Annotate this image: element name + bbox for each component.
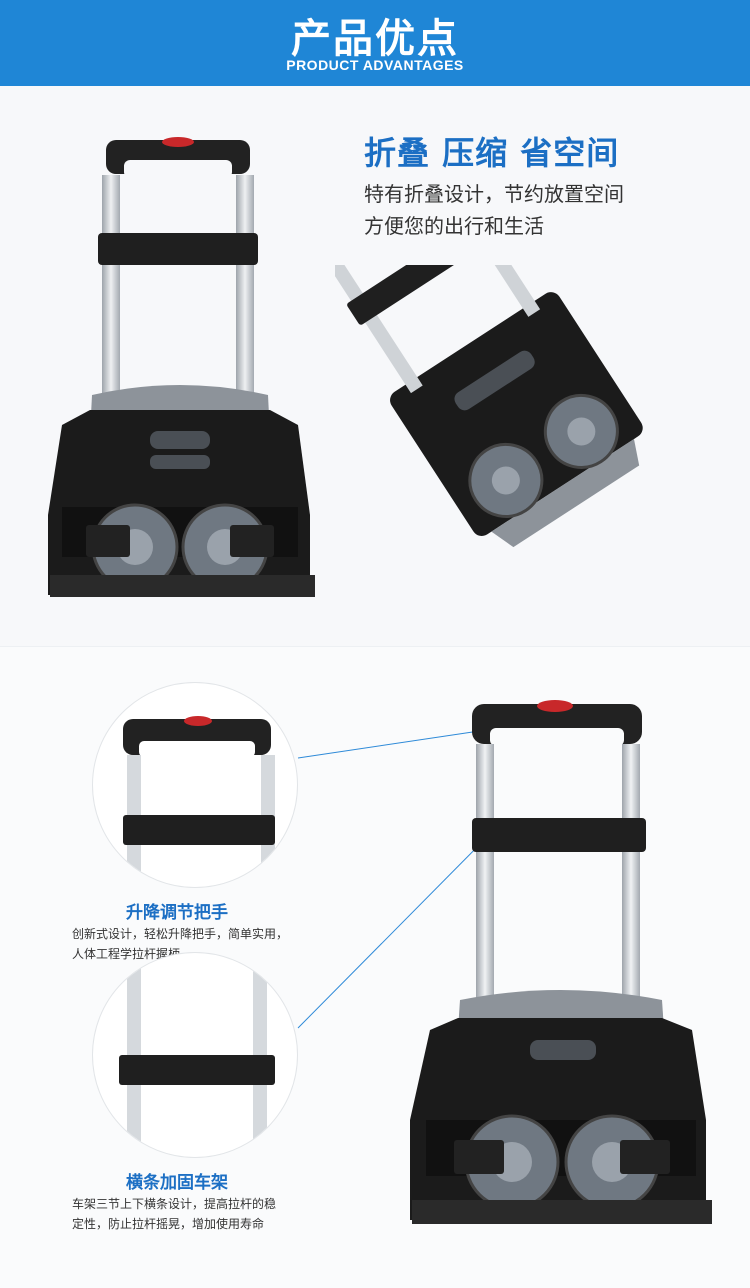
crossbar-detail-circle xyxy=(92,952,298,1158)
header-title-cn: 产品优点 xyxy=(291,16,459,62)
folded-cart-front-image xyxy=(48,137,315,597)
feature-2-desc-line-1: 车架三节上下横条设计，提高拉杆的稳 xyxy=(72,1197,277,1211)
feature-1-desc-line-1: 创新式设计，轻松升降把手，简单实用， xyxy=(72,927,289,941)
handle-detail-circle xyxy=(92,682,298,888)
handle-detail-image xyxy=(123,716,275,887)
fold-title: 折叠 压缩 省空间 xyxy=(364,134,620,172)
extended-cart-image xyxy=(410,700,712,1224)
fold-description: 特有折叠设计，节约放置空间 方便您的出行和生活 xyxy=(364,178,624,242)
feature-1-title: 升降调节把手 xyxy=(126,903,228,923)
header-banner: 产品优点 PRODUCT ADVANTAGES xyxy=(0,0,750,86)
feature-2-desc-line-2: 定性，防止拉杆摇晃，增加使用寿命 xyxy=(72,1217,265,1231)
fold-desc-line-1: 特有折叠设计，节约放置空间 xyxy=(364,182,624,206)
header-title-en: PRODUCT ADVANTAGES xyxy=(286,57,464,73)
crossbar-detail-image xyxy=(119,953,275,1157)
feature-2-description: 车架三节上下横条设计，提高拉杆的稳 定性，防止拉杆摇晃，增加使用寿命 xyxy=(72,1194,276,1234)
folded-cart-tilted-image xyxy=(335,265,643,548)
feature-2-title: 横条加固车架 xyxy=(126,1173,228,1193)
fold-desc-line-2: 方便您的出行和生活 xyxy=(364,214,544,238)
